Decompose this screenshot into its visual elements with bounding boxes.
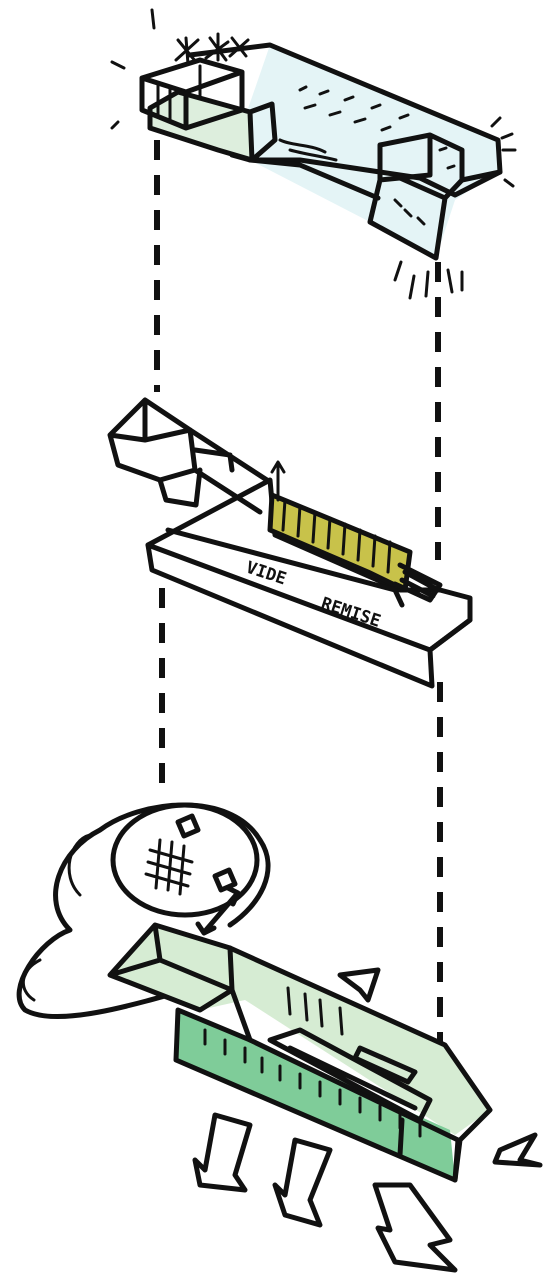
middle-up-arrow [270,460,286,502]
middle-level-volume: VIDE REMISE [107,397,473,689]
lower-building-outline [107,922,235,1013]
middle-corridor [157,427,273,515]
upper-level-blue-face [232,45,500,258]
middle-stair-outline [267,492,413,593]
lower-level-volume [16,802,543,1273]
landscape-loop-outer [16,802,271,1019]
landscape-loop-inner [110,802,260,918]
exit-arrow-1 [192,1112,253,1193]
upper-tree-scribble [174,32,250,66]
exit-arrow-2 [272,1137,333,1228]
upper-level-volume [110,8,517,300]
upper-right-tower [367,132,465,261]
exit-arrow-3 [372,1182,458,1273]
entry-arrow-top [337,967,381,1003]
middle-stair-steps [392,562,443,603]
upper-level-green-face [150,92,252,160]
lower-inner-ramp [267,1027,433,1123]
middle-entry-box [107,397,198,483]
site-grid-mark [144,838,194,896]
entry-arrow-right [492,1132,543,1168]
upper-front-box [147,89,278,163]
radiance-marks-top [110,8,517,300]
alignment-guides [154,140,443,1060]
annotation-remise: REMISE [318,594,383,632]
lower-window-marks [203,986,422,1138]
connection-double-arrow [195,885,241,936]
middle-olive-ramp [270,495,410,590]
